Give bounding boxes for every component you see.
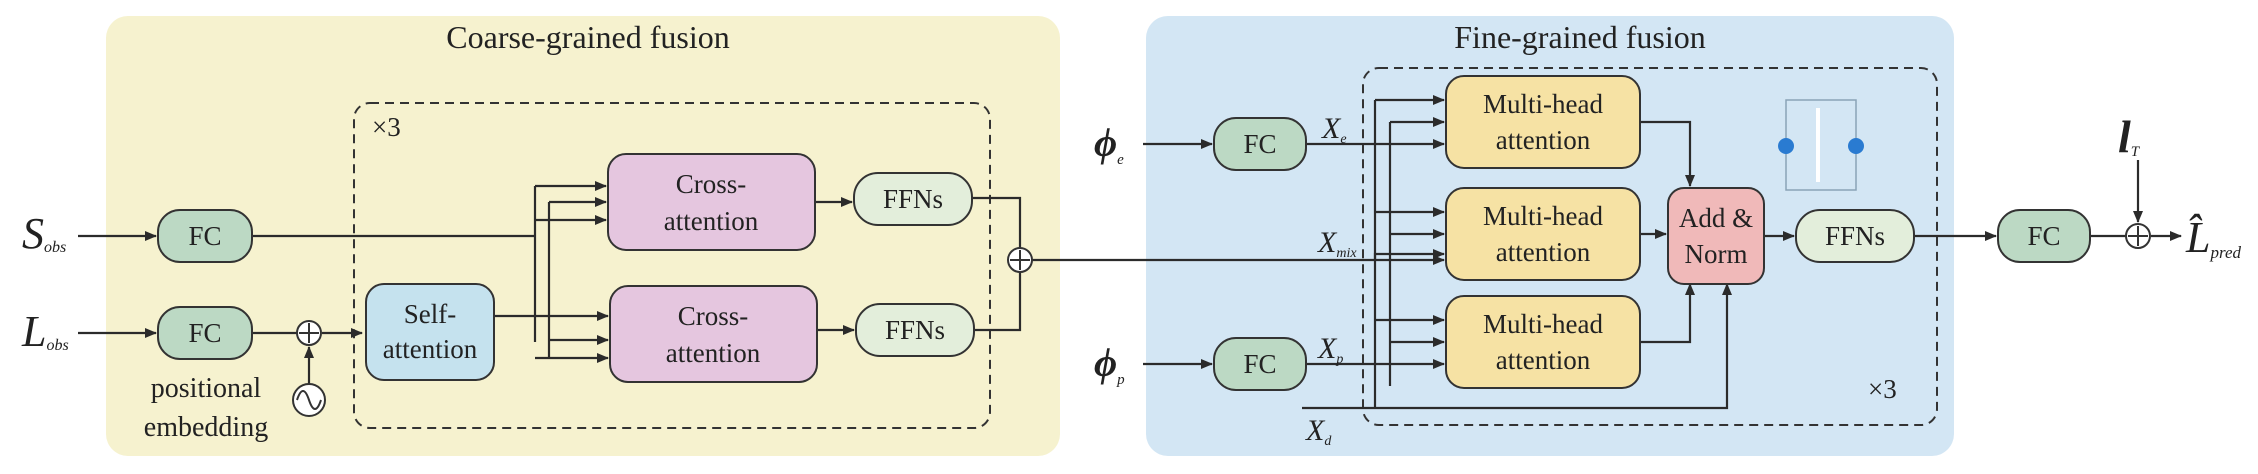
fc-box-output: FC bbox=[1997, 209, 2091, 263]
svg-text:Multi-head: Multi-head bbox=[1483, 201, 1603, 231]
add-norm-box: Add & Norm bbox=[1667, 187, 1765, 285]
s-obs-label: Sobs bbox=[22, 209, 66, 258]
multihead-attention-box-3: Multi-head attention bbox=[1445, 295, 1641, 389]
x-e-label: Xe bbox=[1321, 112, 1347, 147]
ffn2-plus-wire bbox=[974, 272, 1022, 332]
positional-label: positional bbox=[151, 373, 262, 404]
svg-text:Cross-: Cross- bbox=[678, 301, 749, 331]
fine-repeat-box bbox=[1362, 67, 1938, 426]
cross-attention-box-2: Cross- attention bbox=[609, 285, 818, 383]
phi-p-label: ϕp bbox=[1094, 340, 1125, 388]
x-p-label: Xp bbox=[1317, 332, 1343, 367]
svg-text:FC: FC bbox=[188, 221, 221, 251]
svg-text:attention: attention bbox=[1496, 345, 1591, 375]
embedding-label: embedding bbox=[144, 412, 268, 443]
coarse-repeat-box bbox=[353, 102, 991, 429]
svg-text:attention: attention bbox=[664, 206, 759, 236]
svg-text:attention: attention bbox=[383, 334, 478, 364]
svg-text:attention: attention bbox=[1496, 237, 1591, 267]
svg-text:FFNs: FFNs bbox=[1825, 221, 1885, 251]
x-d-label: Xd bbox=[1305, 414, 1332, 449]
ffns-box-fine: FFNs bbox=[1795, 209, 1915, 263]
fine-panel-title: Fine-grained fusion bbox=[1454, 19, 1706, 55]
positional-plus-node bbox=[296, 320, 322, 346]
coarse-merge-plus-node bbox=[1007, 247, 1033, 273]
multihead-attention-box-2: Multi-head attention bbox=[1445, 187, 1641, 281]
multihead-attention-box-1: Multi-head attention bbox=[1445, 75, 1641, 169]
switch-icon bbox=[1778, 99, 1864, 191]
svg-text:FC: FC bbox=[1243, 349, 1276, 379]
mh1-addnorm-wire bbox=[1640, 120, 1695, 187]
ffn1-plus-wire bbox=[972, 196, 1022, 248]
self-attention-box: Self- attention bbox=[365, 283, 495, 381]
coarse-repeat-label: ×3 bbox=[372, 112, 401, 142]
fc-box-phi-p: FC bbox=[1213, 337, 1307, 391]
fc-box-l: FC bbox=[157, 306, 253, 360]
svg-text:Cross-: Cross- bbox=[676, 169, 747, 199]
l-pred-label: L̂pred bbox=[2185, 213, 2242, 262]
fc-box-phi-e: FC bbox=[1213, 117, 1307, 171]
phi-e-label: ϕe bbox=[1094, 120, 1124, 168]
svg-text:FFNs: FFNs bbox=[885, 315, 945, 345]
svg-text:attention: attention bbox=[666, 338, 761, 368]
xd-wire bbox=[1302, 283, 1732, 410]
svg-text:FC: FC bbox=[2027, 221, 2060, 251]
svg-text:FFNs: FFNs bbox=[883, 184, 943, 214]
fine-repeat-label: ×3 bbox=[1868, 374, 1897, 404]
svg-text:Add &: Add & bbox=[1679, 203, 1753, 233]
l-t-label: lT bbox=[2118, 111, 2141, 162]
svg-text:Norm: Norm bbox=[1685, 239, 1748, 269]
coarse-panel bbox=[106, 16, 1060, 456]
mh3-addnorm-wire bbox=[1640, 283, 1695, 344]
svg-text:Self-: Self- bbox=[404, 299, 456, 329]
svg-text:Multi-head: Multi-head bbox=[1483, 309, 1603, 339]
coarse-panel-title: Coarse-grained fusion bbox=[446, 19, 729, 55]
ffns-box-2: FFNs bbox=[855, 303, 975, 357]
ffns-box-1: FFNs bbox=[853, 172, 973, 226]
cross-attention-box-1: Cross- attention bbox=[607, 153, 816, 251]
svg-text:FC: FC bbox=[188, 318, 221, 348]
l-obs-label: Lobs bbox=[21, 307, 69, 356]
svg-text:Multi-head: Multi-head bbox=[1483, 89, 1603, 119]
output-plus-node bbox=[2125, 223, 2151, 249]
fc-box-s: FC bbox=[157, 209, 253, 263]
sine-wave-icon bbox=[292, 383, 326, 417]
svg-text:attention: attention bbox=[1496, 125, 1591, 155]
svg-text:FC: FC bbox=[1243, 129, 1276, 159]
x-mix-label: Xmix bbox=[1317, 226, 1357, 261]
